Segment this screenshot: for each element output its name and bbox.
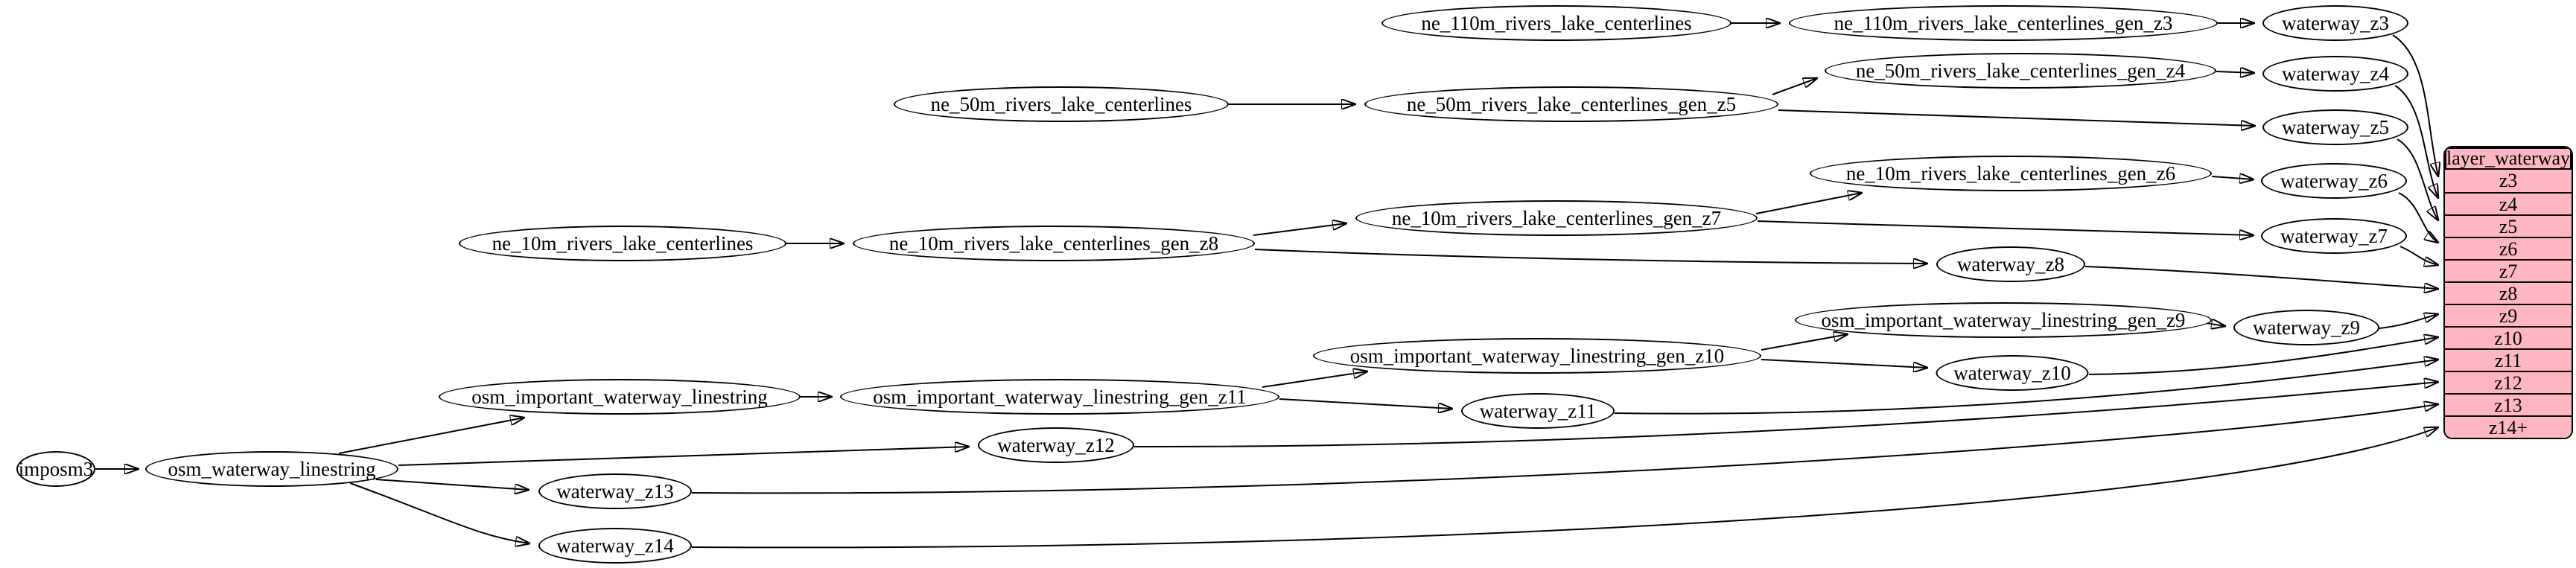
node-waterway-z6: waterway_z6 (2261, 163, 2407, 199)
edge-genz5-wz5 (1778, 109, 2255, 126)
table-row-z8: z8 (2445, 281, 2572, 304)
node-ne-110m-rivers-lake-centerlines-gen-z3: ne_110m_rivers_lake_centerlines_gen_z3 (1789, 5, 2218, 41)
table-row-z12: z12 (2445, 371, 2572, 394)
edge-wz4-row-z4 (2394, 85, 2438, 198)
edge-genz10-wz10 (1761, 359, 1927, 368)
edge-genz6-wz6 (2211, 176, 2254, 179)
edge-genz8-wz8 (1254, 249, 1927, 264)
node-waterway-z12: waterway_z12 (978, 427, 1134, 463)
edge-osmwl-osmimp (338, 418, 524, 454)
edge-osmwl-wz14 (349, 482, 529, 543)
node-waterway-z11: waterway_z11 (1461, 393, 1615, 429)
edge-wz7-row-z7 (2400, 246, 2438, 265)
node-ne-10m-rivers-lake-centerlines-gen-z7: ne_10m_rivers_lake_centerlines_gen_z7 (1355, 200, 1758, 236)
node-osm-waterway-linestring: osm_waterway_linestring (145, 451, 398, 487)
edge-wz12-row-z12 (1133, 382, 2438, 448)
table-row-z10: z10 (2445, 326, 2572, 349)
node-ne-50m-rivers-lake-centerlines: ne_50m_rivers_lake_centerlines (894, 86, 1229, 122)
node-waterway-z8: waterway_z8 (1936, 246, 2085, 282)
table-row-z9: z9 (2445, 304, 2572, 327)
node-ne-110m-rivers-lake-centerlines: ne_110m_rivers_lake_centerlines (1381, 5, 1731, 41)
edge-genz8-genz7 (1253, 223, 1346, 236)
table-row-z11: z11 (2445, 348, 2572, 371)
table-row-z3: z3 (2445, 170, 2572, 192)
edge-wz9-row-z9 (2379, 314, 2438, 329)
table-row-z13: z13 (2445, 393, 2572, 416)
edge-wz14-row-z14 (691, 427, 2438, 549)
edge-wz5-row-z5 (2397, 138, 2438, 220)
table-header: layer_waterway (2445, 147, 2572, 170)
node-waterway-z3: waterway_z3 (2262, 5, 2408, 41)
edge-genz4-wz4 (2216, 71, 2254, 73)
table-row-z4: z4 (2445, 192, 2572, 215)
edge-genz9-wz9 (2205, 323, 2225, 326)
edge-genz7-wz7 (1757, 220, 2254, 235)
node-osm-important-waterway-linestring: osm_important_waterway_linestring (439, 379, 801, 415)
node-osm-important-waterway-linestring-gen-z9: osm_important_waterway_linestring_gen_z9 (1795, 302, 2212, 338)
edge-wz10-row-z10 (2088, 337, 2438, 375)
node-waterway-z14: waterway_z14 (538, 528, 692, 564)
node-ne-10m-rivers-lake-centerlines-gen-z8: ne_10m_rivers_lake_centerlines_gen_z8 (853, 226, 1255, 261)
node-waterway-z5: waterway_z5 (2262, 109, 2408, 145)
node-waterway-z10: waterway_z10 (1936, 355, 2089, 391)
node-osm-important-waterway-linestring-gen-z11: osm_important_waterway_linestring_gen_z1… (840, 379, 1279, 415)
node-waterway-z4: waterway_z4 (2262, 56, 2408, 92)
edge-wz6-row-z6 (2398, 192, 2438, 243)
table-row-z6: z6 (2445, 237, 2572, 260)
edge-osmwl-wz12 (398, 447, 969, 466)
edge-genz5-genz4 (1772, 78, 1817, 95)
edge-genz11-wz11 (1279, 398, 1452, 409)
node-ne-10m-rivers-lake-centerlines: ne_10m_rivers_lake_centerlines (459, 226, 786, 261)
edge-genz7-genz6 (1755, 193, 1862, 214)
table-row-z5: z5 (2445, 214, 2572, 237)
edge-wz13-row-z13 (691, 404, 2438, 494)
node-waterway-z13: waterway_z13 (538, 473, 692, 509)
node-waterway-z7: waterway_z7 (2261, 218, 2407, 254)
node-ne-10m-rivers-lake-centerlines-gen-z6: ne_10m_rivers_lake_centerlines_gen_z6 (1810, 156, 2212, 191)
node-osm-important-waterway-linestring-gen-z10: osm_important_waterway_linestring_gen_z1… (1313, 338, 1761, 374)
table-row-z7: z7 (2445, 259, 2572, 282)
node-imposm3: imposm3 (16, 451, 95, 487)
table-row-z14: z14+ (2445, 415, 2572, 438)
node-ne-50m-rivers-lake-centerlines-gen-z4: ne_50m_rivers_lake_centerlines_gen_z4 (1825, 53, 2216, 89)
edge-osmwl-wz13 (375, 479, 529, 490)
edge-wz11-row-z11 (1614, 360, 2438, 415)
edge-wz3-row-z3 (2392, 34, 2438, 176)
node-waterway-z9: waterway_z9 (2233, 310, 2379, 345)
edge-wz8-row-z8 (2084, 266, 2438, 289)
edge-genz11-genz10 (1262, 371, 1367, 388)
edge-lines (95, 23, 2438, 549)
layer-waterway-table: layer_waterway z3 z4 z5 z6 z7 z8 z9 z10 … (2443, 146, 2573, 439)
node-ne-50m-rivers-lake-centerlines-gen-z5: ne_50m_rivers_lake_centerlines_gen_z5 (1364, 86, 1778, 122)
edge-genz10-genz9 (1761, 334, 1848, 351)
